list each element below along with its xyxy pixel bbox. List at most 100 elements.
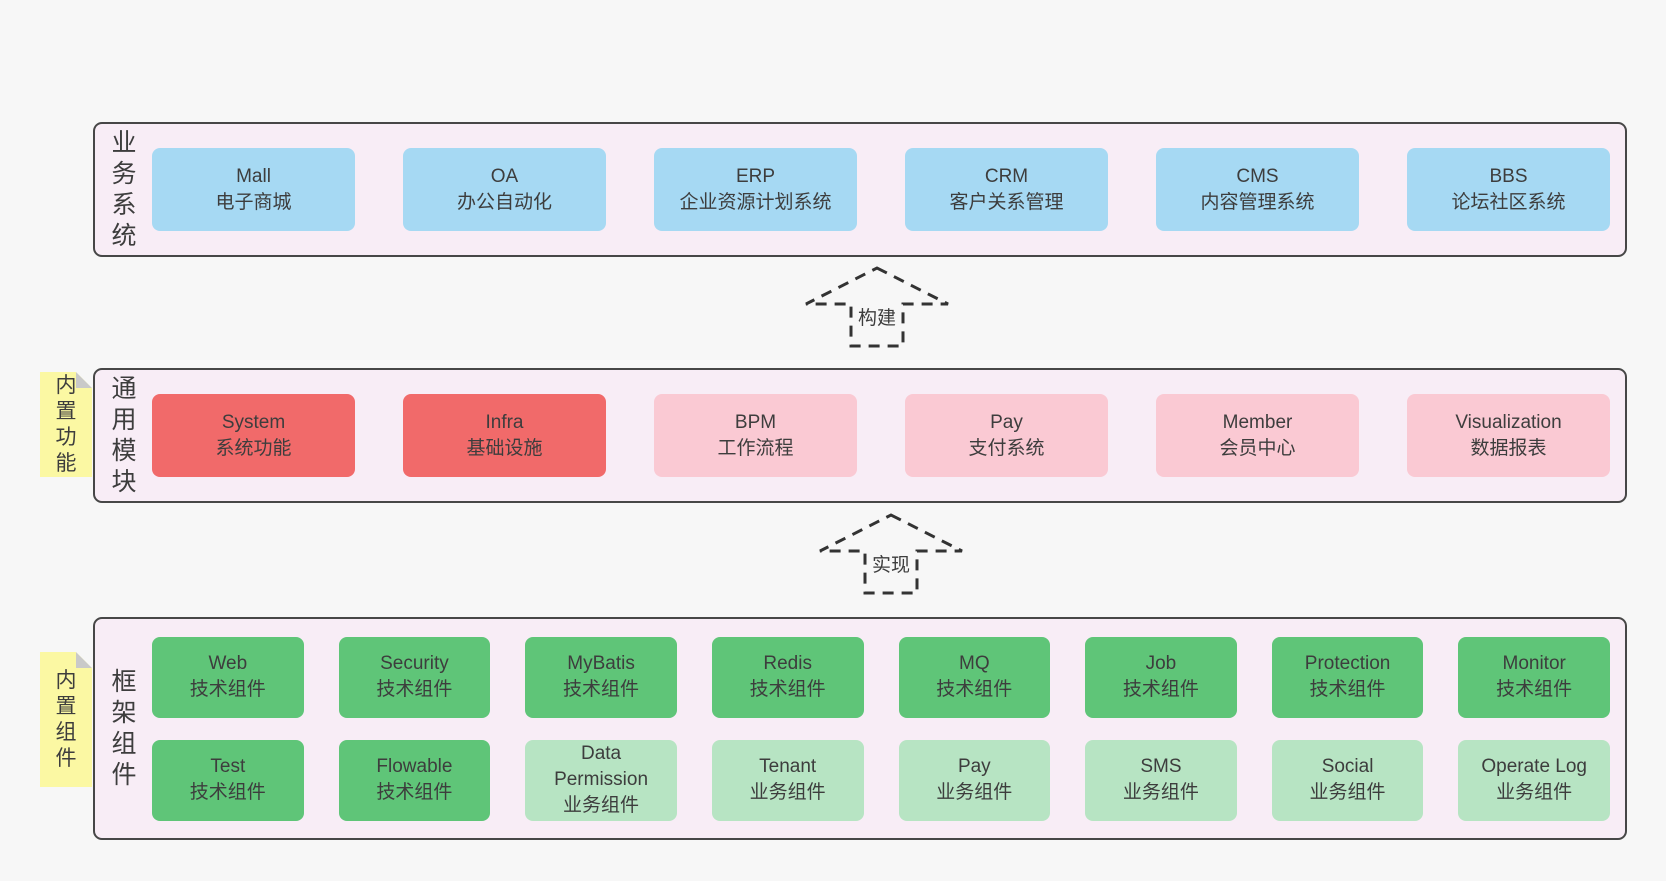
box-title: Job: [1145, 653, 1177, 674]
box-crm: CRM 客户关系管理: [905, 148, 1108, 231]
layer-label-common-modules: 通用模块: [107, 370, 141, 501]
box-subtitle: 技术组件: [936, 679, 1013, 700]
box-infra: Infra 基础设施: [403, 394, 606, 477]
box-pay-component: Pay 业务组件: [898, 739, 1051, 821]
box-subtitle: 工作流程: [717, 437, 794, 459]
box-title: Test: [210, 756, 246, 777]
box-title: System: [221, 411, 286, 433]
framework-components-grid: Web 技术组件 Security 技术组件 MyBatis 技术组件 Redi…: [152, 619, 1610, 838]
layer-common-modules: 通用模块 System 系统功能 Infra 基础设施 BPM 工作流程 Pay…: [93, 368, 1627, 503]
box-subtitle: 支付系统: [968, 437, 1045, 459]
box-data-permission: Data Permission 业务组件: [525, 739, 677, 821]
box-mall: Mall 电子商城: [152, 148, 355, 231]
box-social: Social 业务组件: [1271, 739, 1424, 821]
box-tenant: Tenant 业务组件: [711, 739, 864, 821]
box-operate-log: Operate Log 业务组件: [1458, 739, 1610, 821]
box-security: Security 技术组件: [338, 636, 491, 718]
common-modules-box-row: System 系统功能 Infra 基础设施 BPM 工作流程 Pay 支付系统…: [152, 370, 1610, 501]
box-system: System 系统功能: [152, 394, 355, 477]
box-subtitle: 办公自动化: [456, 191, 552, 213]
layer-label-business-systems: 业务系统: [107, 124, 141, 255]
box-subtitle: 业务组件: [1122, 782, 1199, 803]
layer-label-text: 框架组件: [111, 667, 137, 789]
box-subtitle: 系统功能: [215, 437, 292, 459]
box-bbs: BBS 论坛社区系统: [1407, 148, 1610, 231]
box-subtitle: 技术组件: [189, 679, 266, 700]
box-subtitle: 技术组件: [376, 679, 453, 700]
box-web: Web 技术组件: [152, 636, 304, 718]
box-member: Member 会员中心: [1156, 394, 1359, 477]
sticky-note-builtin-functions: 内置功能: [40, 372, 92, 477]
box-title: Protection: [1304, 653, 1391, 674]
box-subtitle: 技术组件: [749, 679, 826, 700]
box-title: Web: [208, 653, 248, 674]
box-visualization: Visualization 数据报表: [1407, 394, 1610, 477]
box-title: BBS: [1489, 165, 1528, 187]
box-subtitle: 技术组件: [189, 782, 266, 803]
build-arrow: 构建: [802, 265, 952, 349]
box-subtitle: 业务组件: [1496, 782, 1573, 803]
box-title: Flowable: [376, 756, 453, 777]
box-mybatis: MyBatis 技术组件: [525, 636, 677, 718]
folded-corner-icon: [76, 372, 92, 388]
box-title: Operate Log: [1481, 756, 1587, 777]
layer-label-text: 通用模块: [111, 374, 137, 496]
box-subtitle: 业务组件: [563, 795, 640, 816]
box-title: BPM: [734, 411, 777, 433]
layer-label-framework-components: 框架组件: [107, 619, 141, 838]
box-subtitle: 电子商城: [215, 191, 292, 213]
box-title: Security: [380, 653, 449, 674]
box-title: Monitor: [1502, 653, 1566, 674]
box-erp: ERP 企业资源计划系统: [654, 148, 857, 231]
box-title: Visualization: [1455, 411, 1562, 433]
box-title: Infra: [485, 411, 524, 433]
box-title: Tenant: [759, 756, 817, 777]
box-pay: Pay 支付系统: [905, 394, 1108, 477]
layer-label-text: 业务系统: [111, 128, 137, 250]
box-title: OA: [490, 165, 519, 187]
box-flowable: Flowable 技术组件: [338, 739, 491, 821]
box-title: SMS: [1140, 756, 1182, 777]
box-redis: Redis 技术组件: [711, 636, 864, 718]
box-bpm: BPM 工作流程: [654, 394, 857, 477]
box-title: Redis: [763, 653, 812, 674]
framework-components-row-1: Web 技术组件 Security 技术组件 MyBatis 技术组件 Redi…: [152, 636, 1610, 718]
box-subtitle: 内容管理系统: [1200, 191, 1315, 213]
business-systems-box-row: Mall 电子商城 OA 办公自动化 ERP 企业资源计划系统 CRM 客户关系…: [152, 124, 1610, 255]
box-subtitle: 技术组件: [563, 679, 640, 700]
box-subtitle: 数据报表: [1470, 437, 1547, 459]
up-arrow-dashed-icon: [805, 266, 949, 348]
box-title: CMS: [1236, 165, 1279, 187]
box-subtitle: 技术组件: [1496, 679, 1573, 700]
box-subtitle: 技术组件: [1122, 679, 1199, 700]
box-subtitle: 会员中心: [1219, 437, 1296, 459]
sticky-note-text: 内置组件: [55, 668, 77, 770]
box-subtitle: 企业资源计划系统: [679, 191, 832, 213]
implement-arrow: 实现: [816, 512, 966, 596]
sticky-note-builtin-components: 内置组件: [40, 652, 92, 787]
box-title: Data Permission: [554, 743, 649, 790]
box-cms: CMS 内容管理系统: [1156, 148, 1359, 231]
box-subtitle: 客户关系管理: [949, 191, 1064, 213]
box-title: Social: [1321, 756, 1374, 777]
box-mq: MQ 技术组件: [898, 636, 1051, 718]
box-job: Job 技术组件: [1085, 636, 1237, 718]
box-title: ERP: [735, 165, 776, 187]
box-subtitle: 业务组件: [749, 782, 826, 803]
box-oa: OA 办公自动化: [403, 148, 606, 231]
box-title: CRM: [984, 165, 1029, 187]
box-subtitle: 基础设施: [466, 437, 543, 459]
box-subtitle: 技术组件: [1309, 679, 1386, 700]
box-test: Test 技术组件: [152, 739, 304, 821]
box-title: MQ: [959, 653, 990, 674]
box-subtitle: 论坛社区系统: [1451, 191, 1566, 213]
sticky-note-text: 内置功能: [55, 373, 77, 475]
box-monitor: Monitor 技术组件: [1458, 636, 1610, 718]
box-subtitle: 业务组件: [1309, 782, 1386, 803]
box-subtitle: 业务组件: [936, 782, 1013, 803]
box-subtitle: 技术组件: [376, 782, 453, 803]
framework-components-row-2: Test 技术组件 Flowable 技术组件 Data Permission …: [152, 739, 1610, 821]
layer-framework-components: 框架组件 Web 技术组件 Security 技术组件 MyBatis 技术组件…: [93, 617, 1627, 840]
box-sms: SMS 业务组件: [1085, 739, 1237, 821]
